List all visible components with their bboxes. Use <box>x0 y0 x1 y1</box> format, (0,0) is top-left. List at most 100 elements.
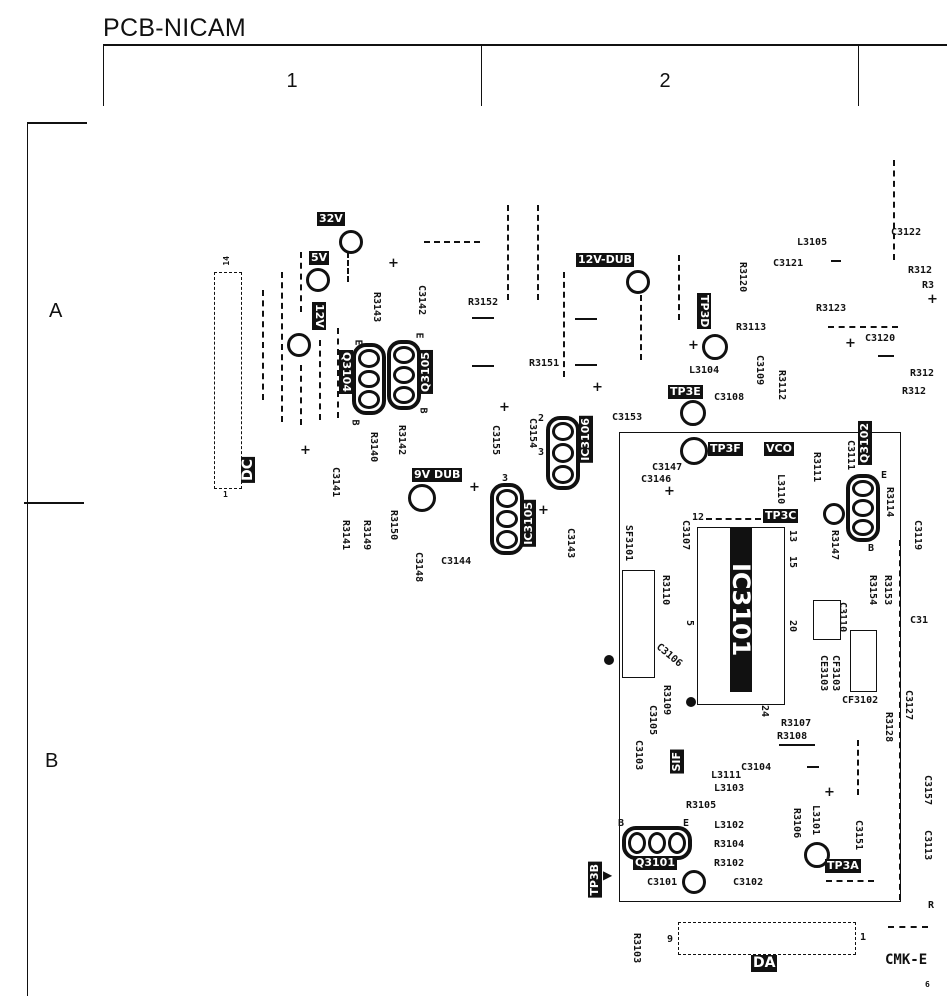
c3147-label: C3147 <box>652 462 683 473</box>
c3108-label: C3108 <box>714 392 745 403</box>
diagram-title: PCB-NICAM <box>103 14 246 42</box>
pin-13: 13 <box>787 530 798 543</box>
c3103-label: C3103 <box>633 740 644 771</box>
pin1-marker <box>604 655 614 665</box>
resistor-mark <box>575 318 597 320</box>
test-point-32v[interactable] <box>339 230 363 254</box>
c3146-label: C3146 <box>641 474 672 485</box>
polarity-plus: + <box>845 336 856 351</box>
q3101-label: Q3101 <box>633 856 677 870</box>
r3104-label: R3104 <box>714 839 745 850</box>
trace <box>347 252 349 282</box>
r3105-label: R3105 <box>686 800 717 811</box>
trace <box>826 880 874 882</box>
footer-code: CMK-E <box>885 952 928 968</box>
pin-e: E <box>683 818 690 829</box>
pad <box>393 366 415 384</box>
regulator-ic3106[interactable] <box>546 416 580 490</box>
r3103-label: R3103 <box>631 933 642 964</box>
da-connector <box>678 922 856 955</box>
r3142-label: R3142 <box>396 425 407 456</box>
polarity-plus: + <box>664 484 675 499</box>
r3152-label: R3152 <box>468 297 499 308</box>
test-point-12v[interactable] <box>287 333 311 357</box>
r3123-label: R3123 <box>816 303 847 314</box>
trace <box>828 326 898 328</box>
test-point-tp3e[interactable] <box>680 400 706 426</box>
pin1-marker <box>686 697 696 707</box>
da-connector-label: DA <box>751 955 778 972</box>
r312-label-c: R312 <box>910 368 935 379</box>
grid-row-divider <box>24 502 84 504</box>
c3154-label: C3154 <box>527 418 538 449</box>
test-point-9v-dub[interactable] <box>408 484 436 512</box>
c3109-label: C3109 <box>754 355 765 386</box>
label-12v: 12V <box>312 302 326 330</box>
vco-label: VCO <box>764 442 794 456</box>
test-point-tp3a[interactable] <box>804 842 830 868</box>
grid-column-label-2: 2 <box>659 70 671 92</box>
transistor-q3102[interactable] <box>846 474 880 542</box>
l3111-label: L3111 <box>711 770 742 781</box>
r3143-label: R3143 <box>371 292 382 323</box>
r3108-label: R3108 <box>777 731 808 742</box>
trace <box>893 160 895 260</box>
transistor-q3105[interactable] <box>387 340 421 410</box>
pin-3: 3 <box>502 473 509 484</box>
trace <box>888 926 928 928</box>
l3104-label: L3104 <box>689 365 720 376</box>
tp3c-label: TP3C <box>763 509 799 523</box>
r3147-label: R3147 <box>829 530 840 561</box>
trace <box>899 540 901 900</box>
test-point-5v[interactable] <box>306 268 330 292</box>
pad <box>552 443 574 463</box>
l3101-label: L3101 <box>810 805 821 836</box>
pin-e: E <box>413 332 425 339</box>
pin-e: E <box>881 470 888 481</box>
transistor-q3104[interactable] <box>352 343 386 415</box>
r3154-label: R3154 <box>867 575 878 606</box>
l3103-label: L3103 <box>714 783 745 794</box>
c3144-label: C3144 <box>441 556 472 567</box>
pin-b: B <box>349 419 361 426</box>
sif-label: SIF <box>670 750 684 774</box>
tp3f-label: TP3F <box>708 442 743 456</box>
c3107-label: C3107 <box>680 520 691 551</box>
polarity-plus: + <box>538 503 549 518</box>
ic3101-label: IC3101 <box>727 527 755 692</box>
resistor-mark <box>472 365 494 367</box>
r3149-label: R3149 <box>361 520 372 551</box>
ce3103-label: CE3103 <box>818 655 829 692</box>
label-32v: 32V <box>317 212 345 226</box>
q3104-label: Q3104 <box>339 350 353 394</box>
l3110-label: L3110 <box>775 474 786 505</box>
test-point-tp3c[interactable] <box>823 503 845 525</box>
test-point-c3101[interactable] <box>682 870 706 894</box>
r3153-label: R3153 <box>882 575 893 606</box>
c3111-label: C3111 <box>845 440 856 471</box>
l3102-label: L3102 <box>714 820 745 831</box>
resistor-mark <box>807 766 819 768</box>
pad <box>628 832 646 854</box>
c3151-label: C3151 <box>853 820 864 851</box>
pad <box>852 480 874 498</box>
polarity-plus: + <box>688 338 699 353</box>
r3112-label: R3112 <box>776 370 787 401</box>
filter-sf3101[interactable] <box>622 570 655 678</box>
regulator-ic3105[interactable] <box>490 483 524 555</box>
test-point-12v-dub[interactable] <box>626 270 650 294</box>
r3114-label: R3114 <box>884 487 895 518</box>
grid-row-top-line <box>27 122 87 124</box>
filter-cf3102[interactable] <box>850 630 877 692</box>
label-5v: 5V <box>309 251 330 265</box>
pad <box>393 346 415 364</box>
test-point-l3104[interactable] <box>702 334 728 360</box>
pin-3: 3 <box>538 447 545 458</box>
test-point-tp3f[interactable] <box>680 437 708 465</box>
polarity-plus: + <box>469 480 480 495</box>
transistor-q3101[interactable] <box>622 826 692 860</box>
da-pin-right: 1 <box>860 932 867 943</box>
pad <box>496 530 518 550</box>
grid-column-label-1: 1 <box>286 70 298 92</box>
r3102-label: R3102 <box>714 858 745 869</box>
